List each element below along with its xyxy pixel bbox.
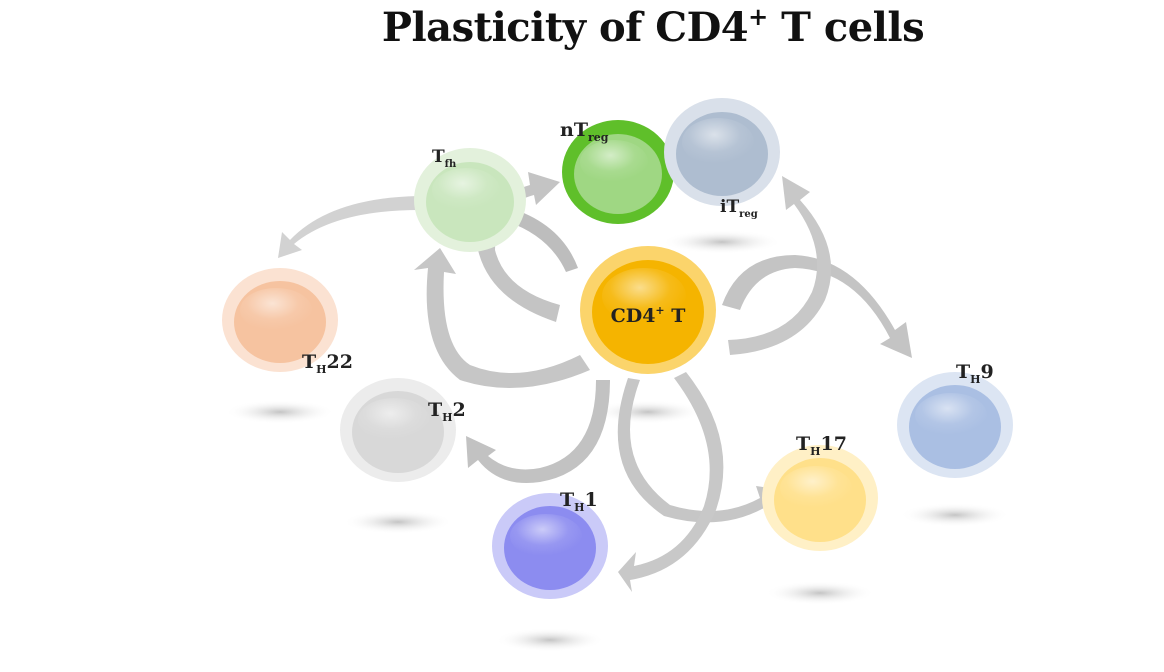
cell-th1 <box>492 493 608 599</box>
cell-th2 <box>340 378 456 482</box>
title-superscript: + <box>748 2 768 31</box>
title-suffix: T cells <box>767 4 925 51</box>
cell-th22 <box>222 268 338 372</box>
arrow-cd4-to-itreg <box>728 176 832 355</box>
label-th17: TH17 <box>796 433 847 458</box>
shadow-itreg <box>662 230 782 254</box>
cell-th9 <box>897 372 1013 478</box>
arrow-cd4-to-tfh <box>414 248 590 388</box>
label-th2: TH2 <box>428 399 466 424</box>
cells <box>222 98 1013 599</box>
arrow-cd4-to-th1 <box>618 372 724 592</box>
cell-cd4 <box>580 246 716 374</box>
label-th9: TH9 <box>956 361 994 386</box>
label-th22: TH22 <box>302 351 353 376</box>
shadow-th2 <box>343 510 453 534</box>
shadow-th1 <box>495 628 605 652</box>
label-itreg: iTreg <box>720 197 758 220</box>
cell-ntreg <box>562 120 674 224</box>
label-cd4: CD4+ T <box>611 304 686 327</box>
arrow-tfh-to-th22 <box>278 196 420 258</box>
shadow-th22 <box>225 400 335 424</box>
cell-tfh <box>414 148 526 252</box>
shadow-th17 <box>765 581 875 605</box>
cell-th17 <box>762 445 878 551</box>
shadow-cd4 <box>593 400 703 424</box>
shadow-th9 <box>900 503 1010 527</box>
cell-labels: CD4+ T nTreg iTreg Tfh TH22 TH2 TH1 TH17… <box>302 119 994 514</box>
title-text: Plasticity of CD4 <box>381 4 749 51</box>
label-th1: TH1 <box>560 489 598 514</box>
arrow-cd4-to-th2 <box>466 380 610 484</box>
cell-itreg <box>664 98 780 206</box>
arrow-cd4-to-th9 <box>722 255 912 358</box>
label-ntreg: nTreg <box>560 119 609 144</box>
diagram-title: Plasticity of CD4+ T cells <box>0 2 1164 51</box>
label-tfh: Tfh <box>432 147 457 170</box>
